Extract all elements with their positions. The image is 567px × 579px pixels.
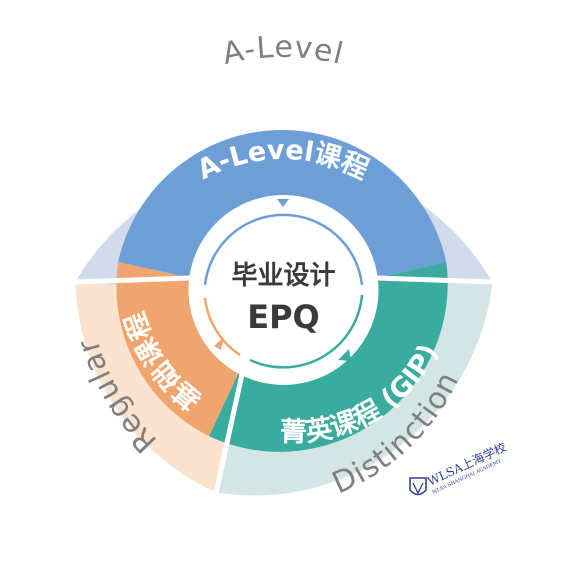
- shield-icon: [409, 477, 427, 496]
- center-disk: [188, 195, 379, 385]
- center-arc-teal: [249, 294, 364, 369]
- wlsa-logo: WLSA上海学校 WLSA SHANGHAI ACADEMY: [409, 439, 508, 496]
- shield-mark: [412, 482, 424, 495]
- inner-sector-foundation: [116, 262, 247, 437]
- arrowhead-right: [338, 349, 351, 361]
- outer-label-a-level: A-Level: [219, 30, 347, 72]
- arrowhead-top: [277, 199, 289, 207]
- shield-outline: [409, 477, 427, 496]
- center-title: 毕业设计: [231, 261, 335, 291]
- center-arc-blue: [203, 213, 364, 286]
- center-arc-orange: [203, 297, 241, 357]
- arrowhead-left: [214, 337, 224, 350]
- sector-dividers: [74, 275, 493, 494]
- center-subtitle: EPQ: [247, 298, 320, 336]
